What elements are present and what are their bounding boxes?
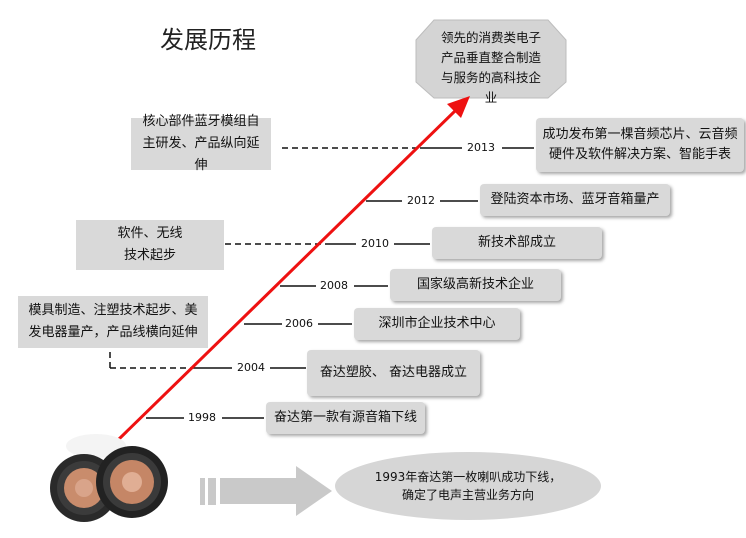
growth-arrow bbox=[116, 108, 458, 442]
milestone-box: 奋达第一款有源音箱下线 bbox=[266, 402, 425, 434]
goal-text: 领先的消费类电子产品垂直整合制造与服务的高科技企业 bbox=[440, 30, 541, 105]
side-note-connectors bbox=[109, 147, 420, 369]
year-label: 2010 bbox=[361, 237, 389, 250]
year-label: 2012 bbox=[407, 194, 435, 207]
milestone-box: 新技术部成立 bbox=[432, 227, 602, 259]
side-note-box: 模具制造、注塑技术起步、美发电器量产，产品线横向延伸 bbox=[18, 296, 208, 348]
chevron-arrow-icon bbox=[200, 466, 332, 516]
page-title: 发展历程 bbox=[160, 26, 256, 54]
side-note-box: 软件、无线技术起步 bbox=[76, 220, 224, 270]
milestone-box: 国家级高新技术企业 bbox=[390, 269, 561, 301]
octagon-goal bbox=[415, 19, 567, 99]
year-label: 2004 bbox=[237, 361, 265, 374]
year-label: 2006 bbox=[285, 317, 313, 330]
milestone-box: 奋达塑胶、 奋达电器成立 bbox=[307, 350, 480, 396]
speaker-image bbox=[50, 434, 168, 522]
growth-arrow-head bbox=[447, 96, 470, 118]
milestone-box: 深圳市企业技术中心 bbox=[354, 308, 520, 340]
year-label: 2008 bbox=[320, 279, 348, 292]
year-label: 2013 bbox=[467, 141, 495, 154]
origin-ellipse bbox=[335, 452, 601, 520]
origin-text: 1993年奋达第一枚喇叭成功下线，确定了电声主营业务方向 bbox=[374, 470, 562, 502]
milestone-connectors bbox=[146, 147, 534, 419]
milestone-box: 成功发布第一棵音频芯片、云音频硬件及软件解决方案、智能手表 bbox=[536, 118, 744, 172]
milestone-box: 登陆资本市场、蓝牙音箱量产 bbox=[480, 184, 670, 216]
year-label: 1998 bbox=[188, 411, 216, 424]
side-note-box: 核心部件蓝牙模组自主研发、产品纵向延伸 bbox=[131, 114, 271, 173]
